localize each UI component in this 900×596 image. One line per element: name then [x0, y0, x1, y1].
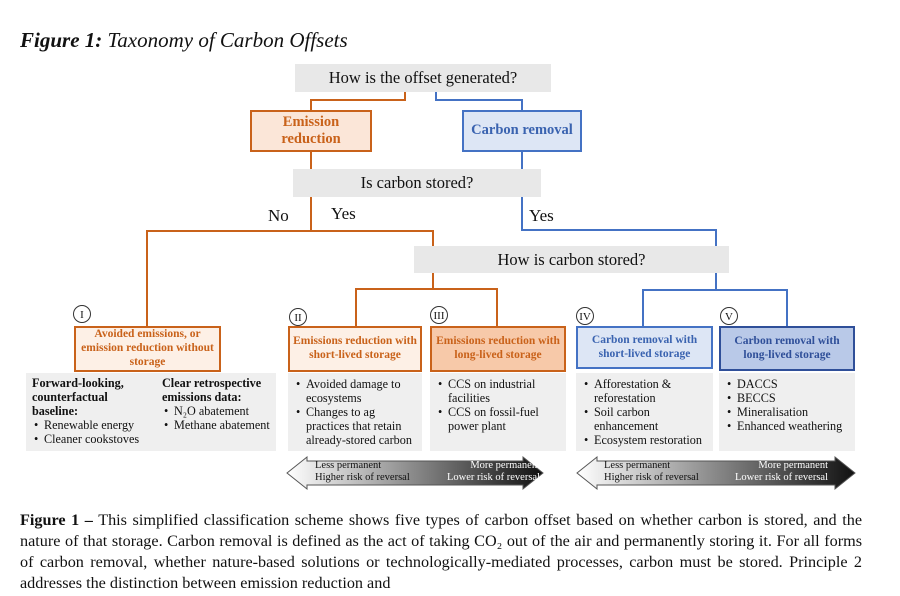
list-item: Renewable energy [32, 418, 156, 432]
connector-to-V [716, 289, 788, 326]
arrow-left-right-bottom-text: Lower risk of reversal [446, 472, 540, 484]
numeral-V: V [720, 307, 738, 325]
arrow-left-top-text: Less permanent [315, 460, 382, 471]
category-V-label: Carbon removal with long-lived storage [734, 334, 840, 361]
figure-title-label: Figure 1: [20, 28, 103, 52]
panel-I-col2-heading: Clear retrospective emissions data: [162, 376, 262, 405]
category-V-box: Carbon removal with long-lived storage [719, 326, 855, 371]
question-generated: How is the offset generated? [295, 64, 551, 92]
category-III-box: Emissions reduction with long-lived stor… [430, 326, 566, 372]
node-emission-reduction-label: Emission reduction [281, 113, 341, 147]
list-item: Cleaner cookstoves [32, 432, 156, 446]
list-item: DACCS [725, 377, 849, 391]
arrow-right-top-text: More permanent [758, 460, 828, 471]
category-II-box: Emissions reduction with short-lived sto… [288, 326, 422, 372]
figure-title: Figure 1: Taxonomy of Carbon Offsets [20, 28, 348, 53]
list-item: N₂O abatement [162, 404, 274, 418]
panel-I: Forward-looking, counterfactual baseline… [26, 373, 276, 451]
permanence-arrow-right [576, 455, 856, 491]
numeral-IV: IV [576, 307, 594, 325]
list-item: Enhanced weathering [725, 419, 849, 433]
numeral-II: II [289, 308, 307, 326]
category-I-label: Avoided emissions, or emission reduction… [81, 328, 214, 368]
category-II-label: Emissions reduction with short-lived sto… [293, 335, 417, 361]
panel-I-col1: Forward-looking, counterfactual baseline… [32, 376, 156, 446]
panel-I-col2: Clear retrospective emissions data: N₂O … [162, 376, 274, 432]
arrow-right-left-bottom-text: Higher risk of reversal [604, 472, 699, 484]
node-carbon-removal-label: Carbon removal [471, 122, 573, 139]
list-item: CCS on fossil-fuel power plant [436, 405, 560, 433]
arrow-right-bottom-text: Lower risk of reversal [734, 472, 828, 484]
label-yes-left: Yes [331, 204, 356, 223]
list-item: CCS on industrial facilities [436, 377, 560, 405]
connector-to-III [433, 288, 498, 326]
connector-generated-to-removal [435, 92, 523, 110]
connector-generated-to-emission [310, 92, 406, 110]
category-IV-box: Carbon removal with short-lived storage [576, 326, 713, 369]
question-stored: Is carbon stored? [293, 169, 541, 197]
connector-to-IV-V [642, 272, 717, 326]
numeral-I: I [73, 305, 91, 323]
label-yes-right: Yes [529, 206, 554, 225]
list-item: Changes to ag practices that retain alre… [294, 405, 416, 447]
caption-label: Figure 1 – [20, 511, 93, 529]
question-how-stored: How is carbon stored? [414, 246, 729, 273]
permanence-arrow-left [286, 455, 544, 491]
arrow-left-right-top-text: More permanent [470, 460, 540, 471]
category-I-box: Avoided emissions, or emission reduction… [74, 326, 221, 372]
list-item: BECCS [725, 391, 849, 405]
category-IV-label: Carbon removal with short-lived storage [591, 333, 698, 360]
list-item: Afforestation & reforestation [582, 377, 707, 405]
arrow-left-more-permanent: More permanent Lower risk of reversal [440, 460, 540, 484]
caption-text: This simplified classification scheme sh… [20, 511, 863, 593]
panel-I-col1-heading: Forward-looking, counterfactual baseline… [32, 376, 124, 419]
list-item: Soil carbon enhancement [582, 405, 707, 433]
numeral-III: III [430, 306, 448, 324]
list-item: Methane abatement [162, 418, 274, 432]
connector-to-II-III [355, 272, 434, 326]
arrow-right-more-permanent: More permanent Lower risk of reversal [728, 460, 828, 484]
node-emission-reduction: Emission reduction [250, 110, 372, 152]
list-item: Mineralisation [725, 405, 849, 419]
panel-III: CCS on industrial facilities CCS on foss… [430, 373, 566, 451]
arrow-right-less-permanent: Less permanent Higher risk of reversal [604, 460, 699, 484]
category-III-label: Emissions reduction with long-lived stor… [436, 335, 560, 361]
figure-caption: Figure 1 – This simplified classificatio… [20, 510, 862, 594]
node-carbon-removal: Carbon removal [462, 110, 582, 152]
list-item: Avoided damage to ecosystems [294, 377, 416, 405]
arrow-left-less-permanent: Less permanent Higher risk of reversal [315, 460, 410, 484]
connector-no-branch [146, 196, 312, 326]
connector-lines [146, 92, 788, 326]
panel-II: Avoided damage to ecosystems Changes to … [288, 373, 422, 451]
arrow-left-bottom-text: Higher risk of reversal [315, 472, 410, 484]
connector-yes-branch [311, 230, 434, 246]
connector-removal-down [521, 152, 717, 246]
figure-title-text: Taxonomy of Carbon Offsets [107, 28, 348, 52]
list-item: Ecosystem restoration [582, 433, 707, 447]
panel-IV: Afforestation & reforestation Soil carbo… [576, 373, 713, 451]
label-no: No [268, 206, 289, 225]
panel-V: DACCS BECCS Mineralisation Enhanced weat… [719, 373, 855, 451]
arrow-right-left-top-text: Less permanent [604, 460, 671, 471]
